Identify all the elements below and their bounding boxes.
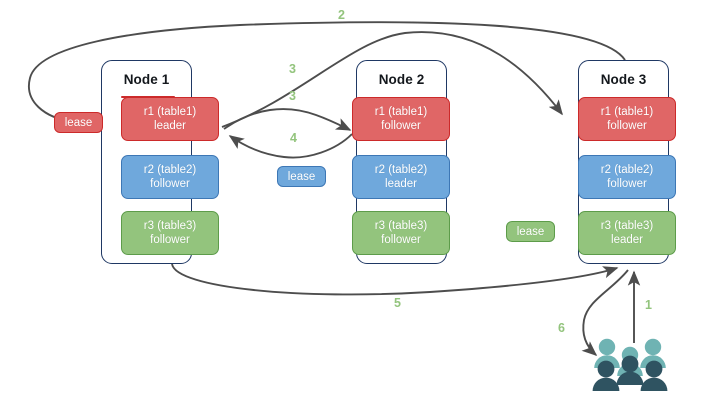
replica-role-label: follower: [381, 120, 421, 132]
step-label-5: 5: [394, 296, 401, 310]
replica-node1-r1[interactable]: r1 (table1) leader: [121, 97, 219, 141]
replica-node2-r3[interactable]: r3 (table3) follower: [352, 211, 450, 255]
lease-badge-r2[interactable]: lease: [277, 166, 326, 187]
node-title: Node 3: [600, 72, 647, 87]
replica-role-label: follower: [607, 120, 647, 132]
users-group-icon[interactable]: [592, 336, 668, 392]
replica-node2-r2[interactable]: r2 (table2) leader: [352, 155, 450, 199]
replica-range-label: r1 (table1): [374, 105, 428, 118]
node-title: Node 1: [123, 72, 170, 87]
replica-range-label: r1 (table1): [143, 105, 197, 118]
lease-badge-r3[interactable]: lease: [506, 221, 555, 242]
step-label-1: 1: [645, 298, 652, 312]
replica-range-label: r2 (table2): [600, 163, 654, 176]
replica-role-label: follower: [150, 234, 190, 246]
lease-label: lease: [64, 116, 93, 129]
step-label-6: 6: [558, 321, 565, 335]
replica-node1-r3[interactable]: r3 (table3) follower: [121, 211, 219, 255]
replica-node2-r1[interactable]: r1 (table1) follower: [352, 97, 450, 141]
replica-role-label: leader: [385, 178, 417, 190]
replica-node3-r1[interactable]: r1 (table1) follower: [578, 97, 676, 141]
replica-role-label: follower: [381, 234, 421, 246]
replica-role-label: leader: [611, 234, 643, 246]
replica-range-label: r1 (table1): [600, 105, 654, 118]
replica-role-label: follower: [150, 178, 190, 190]
replica-range-label: r3 (table3): [374, 219, 428, 232]
replica-range-label: r3 (table3): [600, 219, 654, 232]
step-label-2: 2: [338, 8, 345, 22]
step-label-3a: 3: [289, 62, 296, 76]
step-label-3b: 3: [289, 89, 296, 103]
replica-range-label: r3 (table3): [143, 219, 197, 232]
step-label-4: 4: [290, 131, 297, 145]
replica-node3-r3[interactable]: r3 (table3) leader: [578, 211, 676, 255]
replica-role-label: leader: [154, 120, 186, 132]
connector-step-3-to-node2: [223, 108, 352, 131]
replica-node3-r2[interactable]: r2 (table2) follower: [578, 155, 676, 199]
replica-range-label: r2 (table2): [143, 163, 197, 176]
connector-step-5: [171, 263, 619, 296]
lease-label: lease: [287, 170, 316, 183]
lease-badge-r1[interactable]: lease: [54, 112, 103, 133]
replica-node1-r2[interactable]: r2 (table2) follower: [121, 155, 219, 199]
replica-role-label: follower: [607, 178, 647, 190]
lease-label: lease: [516, 225, 545, 238]
replica-range-label: r2 (table2): [374, 163, 428, 176]
node-title: Node 2: [378, 72, 425, 87]
